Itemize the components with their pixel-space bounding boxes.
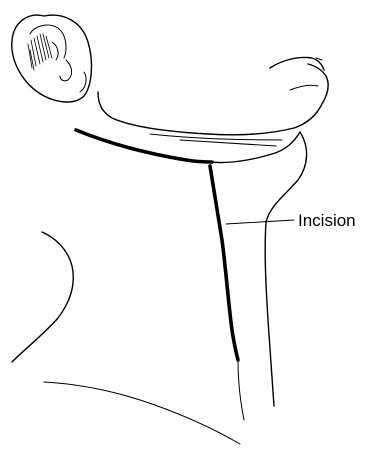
neck-front-contour — [238, 222, 274, 420]
jaw-incision — [76, 130, 212, 162]
neck-incision — [210, 166, 238, 360]
face-outline — [98, 57, 328, 134]
incision-label: Incision — [298, 211, 356, 230]
ear — [12, 15, 92, 102]
neck-back-contour — [12, 232, 240, 444]
chin-outline — [210, 132, 307, 222]
incision-annotation: Incision — [226, 211, 356, 230]
mandible-line — [150, 134, 282, 146]
